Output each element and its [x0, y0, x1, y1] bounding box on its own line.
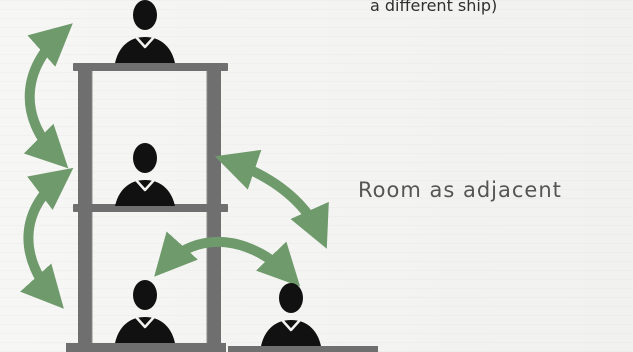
crew-person-icon	[115, 0, 175, 63]
ship-structure	[66, 63, 378, 352]
frame-bevels	[91, 71, 208, 343]
top-caption: a different ship)	[370, 0, 498, 15]
top-deck	[73, 63, 228, 71]
middle-deck	[73, 204, 228, 212]
adjacency-arrows	[20, 23, 329, 309]
double-headed-arrow-icon	[154, 231, 301, 287]
crew-person-icon	[261, 283, 321, 346]
crew-person-icon	[115, 143, 175, 206]
double-headed-arrow-icon	[23, 23, 73, 169]
right-post-upper	[207, 71, 221, 204]
left-post-lower	[78, 212, 92, 343]
room-label: Room as adjacent	[358, 178, 562, 202]
crew-person-icon	[115, 280, 175, 343]
double-headed-arrow-icon	[214, 149, 329, 249]
bottom-deck-right	[228, 346, 378, 352]
double-headed-arrow-icon	[20, 167, 74, 309]
crew-members	[115, 0, 321, 346]
left-post-upper	[78, 71, 92, 204]
bottom-deck-left	[66, 343, 226, 352]
right-post-lower	[207, 212, 221, 343]
